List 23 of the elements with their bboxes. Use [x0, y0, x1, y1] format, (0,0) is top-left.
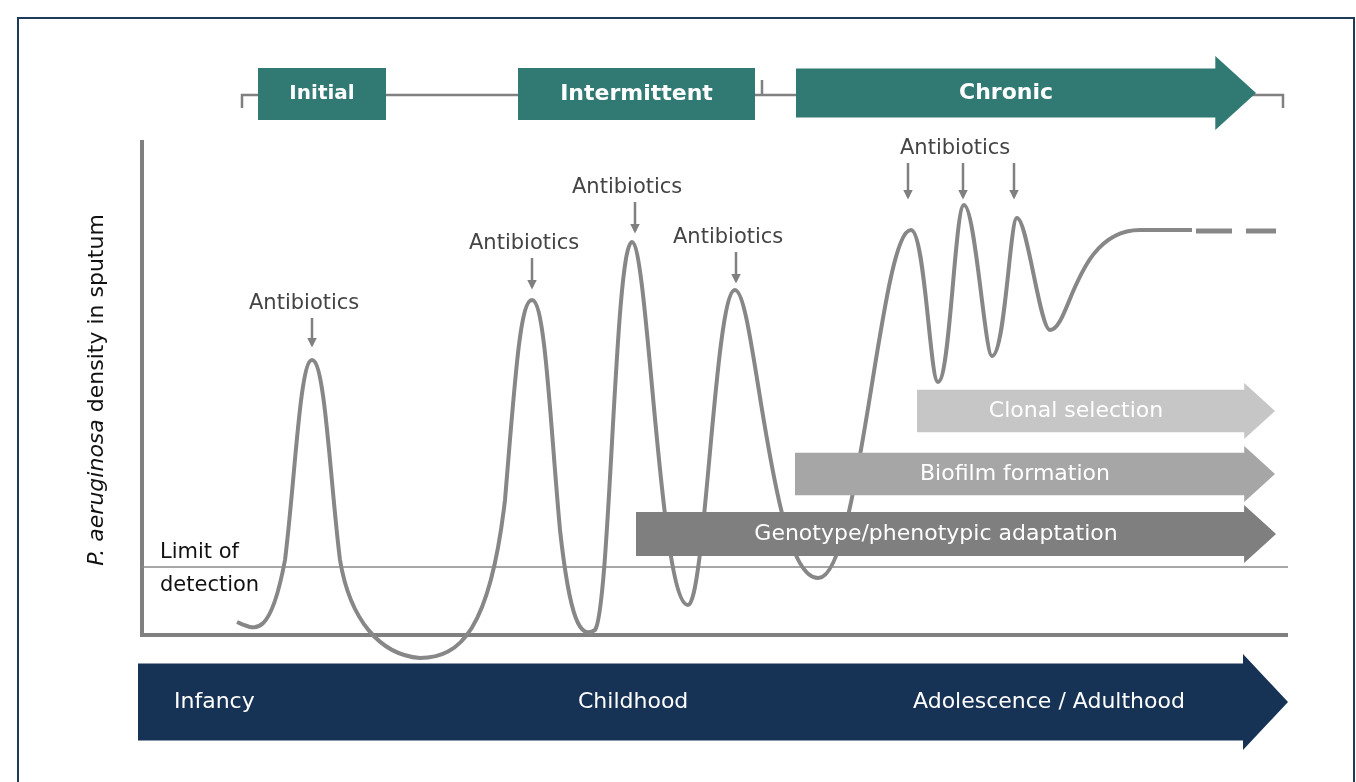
annotation-label: Antibiotics: [249, 290, 360, 314]
life-stage-label: Infancy: [174, 688, 255, 713]
life-stage-label: Childhood: [578, 688, 689, 713]
annotation-label: Antibiotics: [572, 174, 683, 198]
axis-title: P. aeruginosa density in sputum: [82, 214, 108, 566]
arrow: [958, 163, 968, 200]
process-label: Genotype/phenotypic adaptation: [753, 520, 1119, 545]
arrow: [731, 252, 741, 284]
annotation-label: Antibiotics: [673, 224, 784, 248]
process-label: Clonal selection: [987, 397, 1165, 422]
limit-label: Limit of detection: [160, 538, 261, 598]
arrow: [1009, 163, 1019, 200]
annotation-label: Antibiotics: [469, 230, 580, 254]
process-label: Biofilm formation: [919, 460, 1111, 485]
phase-label: Intermittent: [559, 80, 714, 105]
arrow: [630, 202, 640, 234]
phase-label: Initial: [288, 80, 356, 104]
annotation-label: Antibiotics: [900, 135, 1011, 159]
arrow: [903, 163, 913, 200]
life-stage-label: Adolescence / Adulthood: [913, 688, 1185, 713]
phase-label: Chronic: [958, 79, 1054, 104]
arrow: [527, 258, 537, 290]
arrow: [307, 318, 317, 348]
